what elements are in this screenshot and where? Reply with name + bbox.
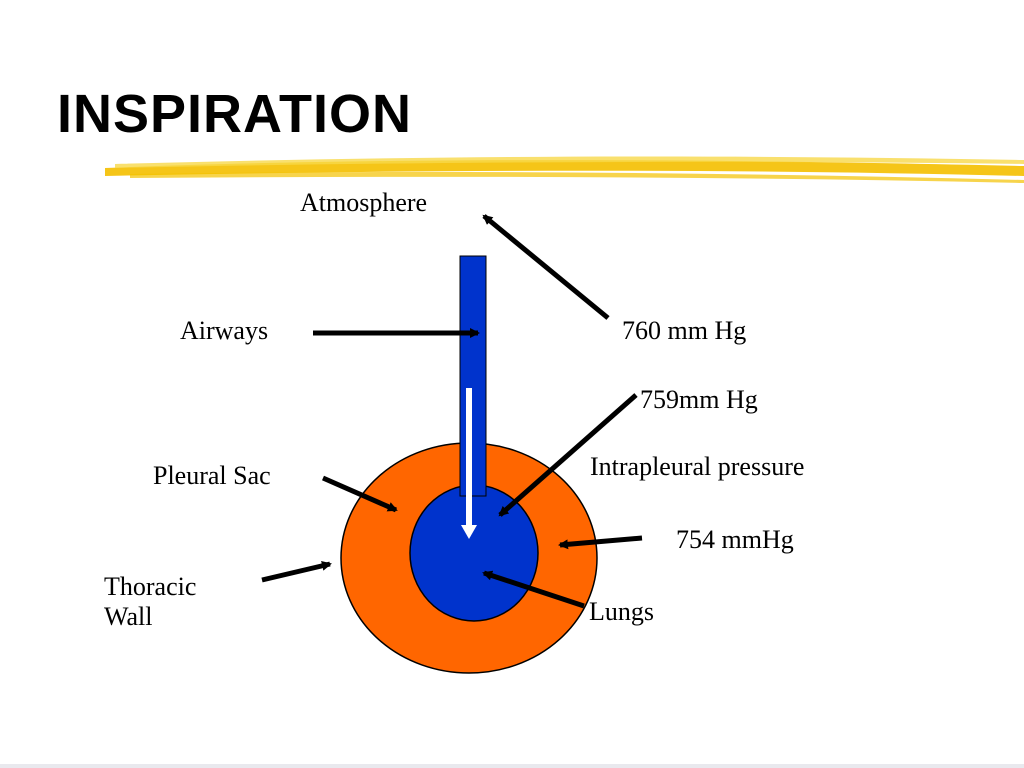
thoracic-wall-label: Thoracic Wall bbox=[104, 572, 197, 631]
lungs-shape bbox=[409, 484, 539, 622]
airways-label: Airways bbox=[180, 316, 269, 345]
lungs-label: Lungs bbox=[589, 597, 654, 626]
intrapleural-label: Intrapleural pressure bbox=[590, 452, 805, 481]
atmosphere-label: Atmosphere bbox=[300, 188, 428, 217]
arrow-thoracic-wall bbox=[261, 560, 332, 583]
arrow-754-to-pleural bbox=[558, 535, 643, 550]
arrow-759-to-lungs bbox=[498, 393, 638, 517]
arrow-760-to-atmosphere bbox=[482, 214, 610, 320]
pleural-sac-label: Pleural Sac bbox=[153, 461, 271, 490]
pressure-atmosphere-label: 760 mm Hg bbox=[622, 316, 747, 345]
airway-tube bbox=[459, 255, 487, 497]
slide-title: INSPIRATION bbox=[57, 84, 413, 144]
pressure-intrapleural-label: 754 mmHg bbox=[676, 525, 794, 554]
arrow-lungs bbox=[482, 570, 585, 609]
arrow-pleural-sac bbox=[321, 475, 398, 513]
title-underline-brush bbox=[105, 156, 1024, 183]
pressure-alveolar-label: 759mm Hg bbox=[640, 385, 758, 414]
bottom-divider bbox=[0, 764, 1024, 768]
